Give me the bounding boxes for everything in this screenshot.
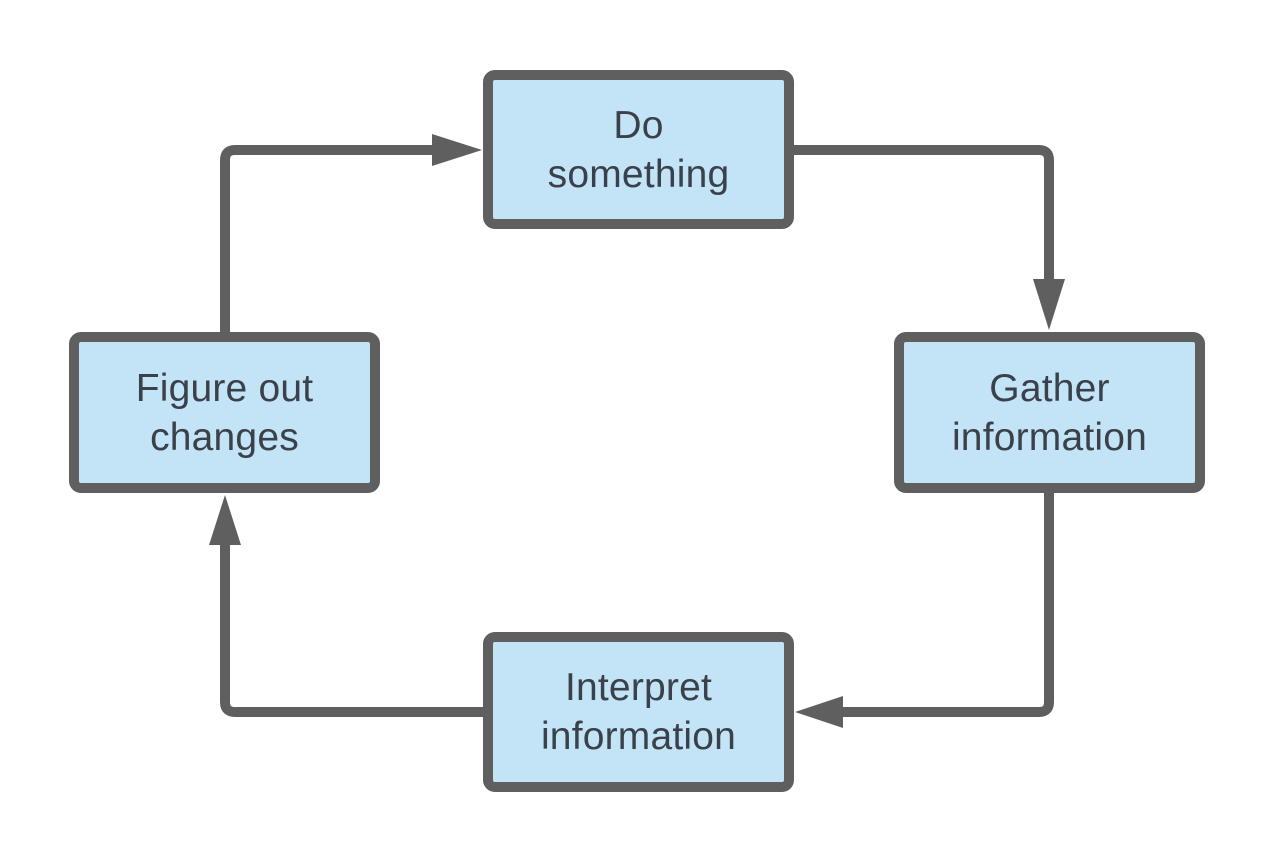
node-figure-out-changes: Figure out changes [69,332,380,493]
node-gather-information: Gather information [894,332,1205,493]
arrowhead [1033,279,1065,330]
connector-line [220,145,436,332]
connector-line [220,540,483,717]
node-label: Interpret information [540,666,737,758]
edge-do-to-gather [794,145,1065,330]
edge-gather-to-interpret [795,493,1054,728]
connector-line [794,145,1054,285]
node-label: Do something [547,103,730,196]
arrowhead [209,495,241,545]
arrowhead [432,134,482,166]
node-interpret-information: Interpret information [483,632,794,792]
node-do-something: Do something [483,70,794,229]
edge-interpret-to-figure [209,495,483,717]
node-label: Figure out changes [135,366,314,459]
node-label: Gather information [951,366,1148,459]
arrowhead [795,696,843,728]
edge-figure-to-do [220,134,482,332]
connector-line [838,493,1054,717]
